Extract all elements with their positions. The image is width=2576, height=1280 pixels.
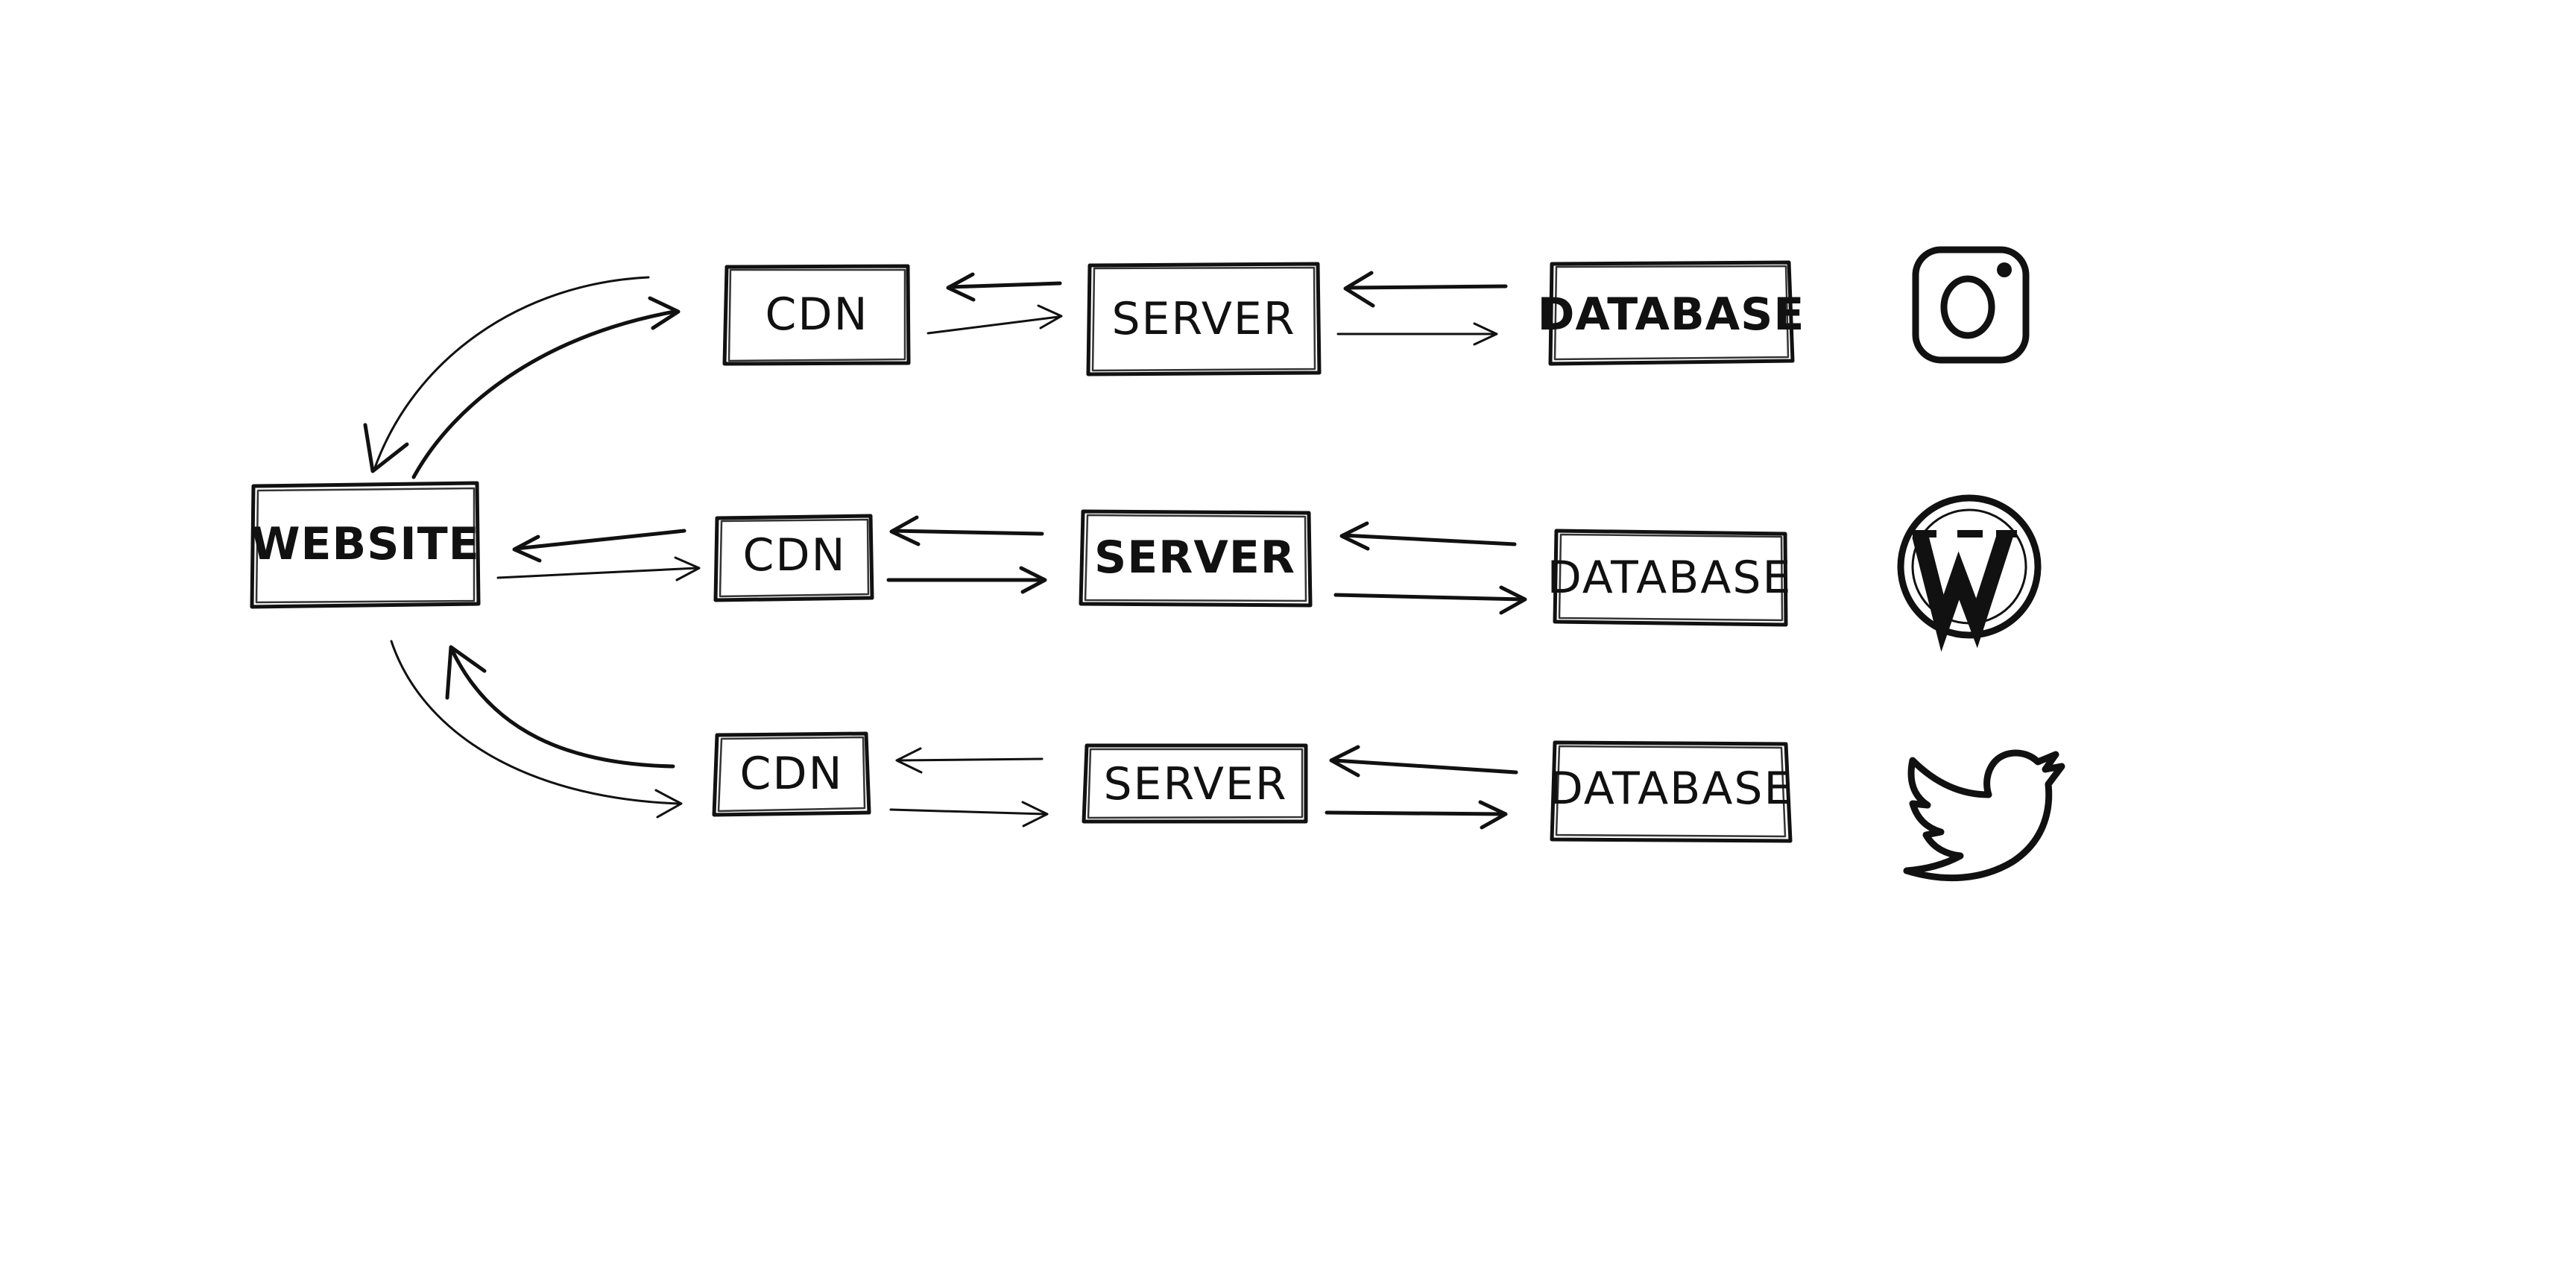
row-3-server-node: SERVER: [1082, 743, 1308, 824]
instagram-icon: [1912, 246, 2030, 364]
row-2-arrow-server-to-cdn: [891, 529, 1044, 536]
row-2-arrowhead-cdn-to-website: [512, 535, 542, 563]
row-2-arrow-cdn-to-website: [514, 529, 686, 551]
arrow-cdn1-to-website: [373, 276, 650, 471]
row-1-cdn-node: CDN: [722, 264, 911, 366]
row-1-database-node: DATABASE: [1538, 260, 1805, 366]
arrow-cdn3-to-website: [451, 650, 675, 769]
row-3-arrowhead-cdn-to-server: [1021, 801, 1049, 827]
row-3-database-node: DATABASE: [1549, 740, 1794, 843]
row-1-arrowhead-db-to-server: [1343, 271, 1375, 308]
row-1-arrow-cdn-to-server: [926, 315, 1060, 335]
row-2-cdn-node: CDN: [713, 514, 874, 602]
row-2-server-node: SERVER: [1079, 509, 1313, 608]
row-1-arrow-server-to-cdn: [948, 281, 1062, 289]
row-1-arrowhead-server-to-db: [1473, 322, 1498, 346]
arrow-website-to-cdn3: [390, 640, 680, 805]
row-2: CDN SERVER DATABASE: [496, 494, 2042, 652]
row-2-arrowhead-cdn-to-server: [1019, 566, 1047, 594]
row-3-arrow-db-to-server: [1332, 758, 1518, 775]
arrowhead-cdn1-to-website: [363, 423, 409, 473]
arrowhead-website-to-cdn3: [654, 789, 683, 819]
row-3-arrow-server-to-cdn: [897, 757, 1044, 762]
arrowhead-cdn3-to-website: [445, 645, 487, 700]
row-2-arrow-db-to-server: [1341, 533, 1517, 546]
row-3-arrowhead-server-to-db: [1478, 800, 1508, 830]
row-3: CDN SERVER DATABASE: [712, 731, 2065, 882]
wordpress-icon: [1897, 494, 2042, 652]
row-1-arrow-db-to-server: [1345, 284, 1508, 290]
website-label: WEBSITE: [250, 518, 479, 570]
row-3-arrow-server-to-db: [1325, 810, 1505, 816]
row-1-server-label: SERVER: [1111, 293, 1295, 345]
row-1-database-label: DATABASE: [1538, 289, 1805, 341]
row-1: CDN SERVER DATABASE: [722, 246, 2030, 376]
row-2-arrow-website-to-cdn: [496, 567, 698, 579]
arrow-website-to-cdn1: [411, 309, 677, 479]
twitter-icon: [1903, 749, 2065, 882]
row-1-arrowhead-server-to-cdn: [946, 272, 976, 302]
row-2-database-node: DATABASE: [1547, 529, 1793, 627]
row-3-arrow-cdn-to-server: [889, 808, 1046, 816]
row-3-cdn-label: CDN: [740, 748, 844, 800]
row-1-cdn-label: CDN: [765, 289, 869, 341]
row-2-database-label: DATABASE: [1547, 552, 1793, 604]
website-node: WEBSITE: [250, 481, 481, 609]
arrowhead-website-to-cdn1: [648, 296, 681, 330]
row-2-arrow-server-to-db: [1333, 593, 1524, 602]
row-3-arrowhead-server-to-cdn: [895, 747, 923, 774]
row-3-database-label: DATABASE: [1549, 763, 1794, 815]
row-2-arrowhead-server-to-db: [1499, 585, 1527, 615]
row-2-cdn-label: CDN: [743, 529, 847, 581]
row-2-arrowhead-db-to-server: [1339, 521, 1370, 551]
row-3-server-label: SERVER: [1103, 758, 1287, 810]
row-2-arrowhead-server-to-cdn: [889, 515, 921, 546]
row-1-arrowhead-cdn-to-server: [1037, 304, 1063, 330]
row-1-server-node: SERVER: [1086, 262, 1322, 376]
row-3-cdn-node: CDN: [712, 731, 871, 817]
row-2-server-label: SERVER: [1094, 532, 1295, 584]
row-2-arrowhead-website-to-cdn: [674, 556, 701, 581]
row-3-arrowhead-db-to-server: [1329, 745, 1360, 778]
